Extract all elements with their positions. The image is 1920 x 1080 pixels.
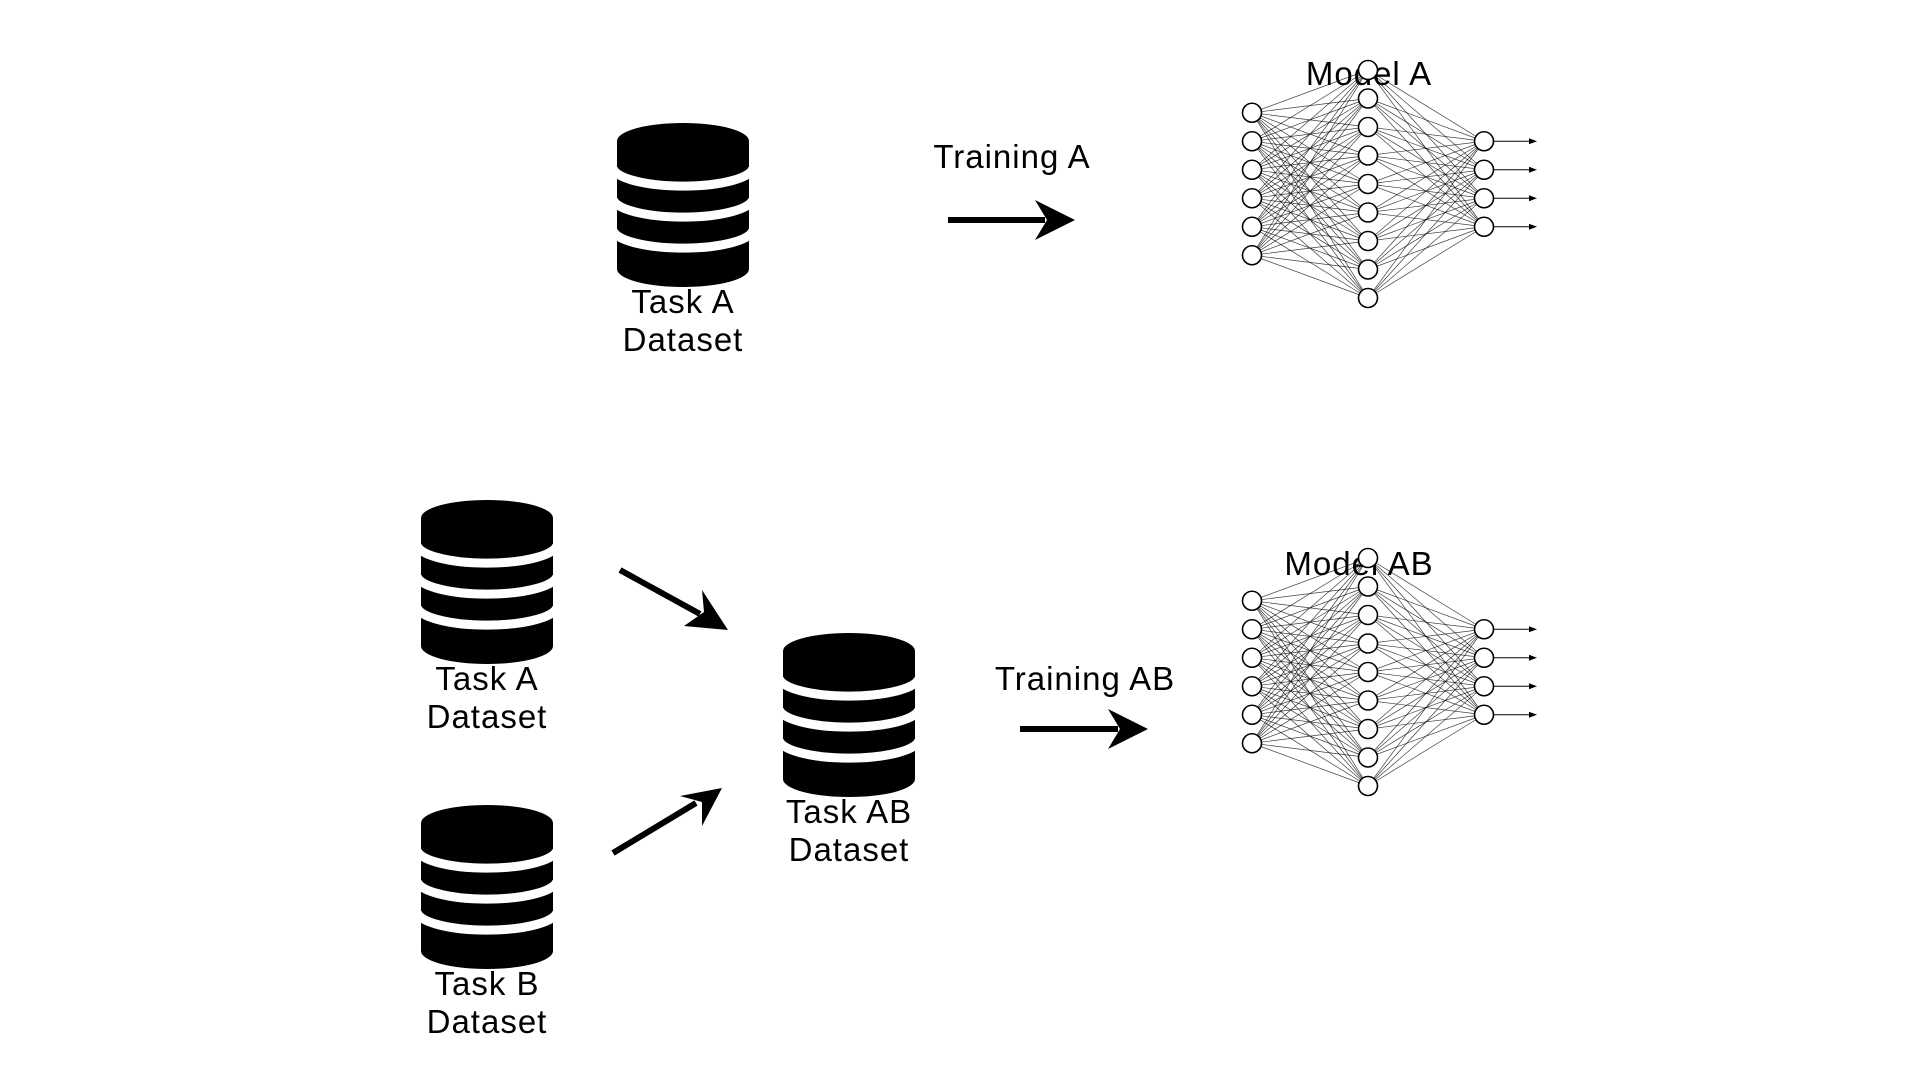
task-b-dataset-icon [417,805,557,969]
neuron-node [1357,230,1379,252]
task-a-dataset-icon [613,123,753,287]
neuron-node [1357,59,1379,81]
model-ab-network-icon [1241,547,1537,797]
task-a-dataset-label-line2: Dataset [427,698,548,735]
task-ab-dataset-label-line2: Dataset [789,831,910,868]
neuron-node [1241,187,1263,209]
training-a-label: Training A [933,138,1090,175]
neuron-node [1241,647,1263,669]
task-ab-dataset-label-line1: Task AB [786,793,912,830]
neuron-node [1357,604,1379,626]
neuron-node [1473,618,1495,640]
neuron-node [1357,633,1379,654]
network-edges [1251,69,1485,299]
neuron-node [1241,618,1263,640]
top-row: Task A Dataset Training A Model A [613,55,1537,358]
neuron-node [1357,747,1379,768]
neuron-node [1357,116,1379,138]
output-arrow-icon [1494,683,1537,690]
neuron-node [1241,732,1263,754]
task-a-dataset-label-line2: Dataset [623,321,744,358]
merge-arrow-a-icon [618,567,728,630]
output-arrow-icon [1494,626,1537,633]
neuron-node [1357,88,1379,109]
output-arrow-icon [1494,166,1537,173]
task-a-dataset-label-line1: Task A [435,660,538,697]
neuron-node [1357,775,1379,797]
neuron-node [1357,287,1379,309]
model-a-network-icon [1241,59,1537,309]
neuron-node [1357,718,1379,740]
network-edges [1251,557,1485,787]
task-b-dataset-label-line2: Dataset [427,1003,548,1040]
output-arrow-icon [1494,138,1537,145]
neuron-node [1357,145,1379,166]
output-arrow-icon [1494,223,1537,230]
neuron-node [1241,159,1263,181]
neuron-node [1473,187,1495,209]
neuron-node [1357,202,1379,223]
neuron-node [1357,576,1379,597]
neuron-node [1357,547,1379,569]
neuron-node [1473,159,1495,181]
training-a-arrow-icon [948,200,1075,240]
neuron-node [1241,590,1263,612]
neuron-node [1241,130,1263,152]
neuron-node [1241,216,1263,238]
neuron-node [1473,647,1495,669]
neuron-node [1241,704,1263,726]
neuron-node [1241,102,1263,124]
training-ab-arrow-icon [1020,709,1148,749]
neuron-node [1357,690,1379,711]
output-arrow-icon [1494,195,1537,202]
neuron-node [1473,675,1495,697]
task-b-dataset-label-line1: Task B [434,965,539,1002]
neuron-node [1357,173,1379,195]
neuron-node [1473,704,1495,726]
neuron-node [1241,244,1263,266]
neuron-node [1357,259,1379,280]
task-a-dataset-label-line1: Task A [631,283,734,320]
training-ab-label: Training AB [995,660,1175,697]
output-arrow-icon [1494,654,1537,661]
output-arrow-icon [1494,711,1537,718]
task-a-dataset-icon [417,500,557,664]
bottom-row: Task A Dataset Task B Dataset Task AB Da… [417,500,1537,1040]
task-ab-dataset-icon [779,633,919,797]
neuron-node [1473,130,1495,152]
neuron-node [1241,675,1263,697]
merge-arrow-b-icon [611,788,722,856]
neuron-node [1357,661,1379,683]
neuron-node [1473,216,1495,238]
